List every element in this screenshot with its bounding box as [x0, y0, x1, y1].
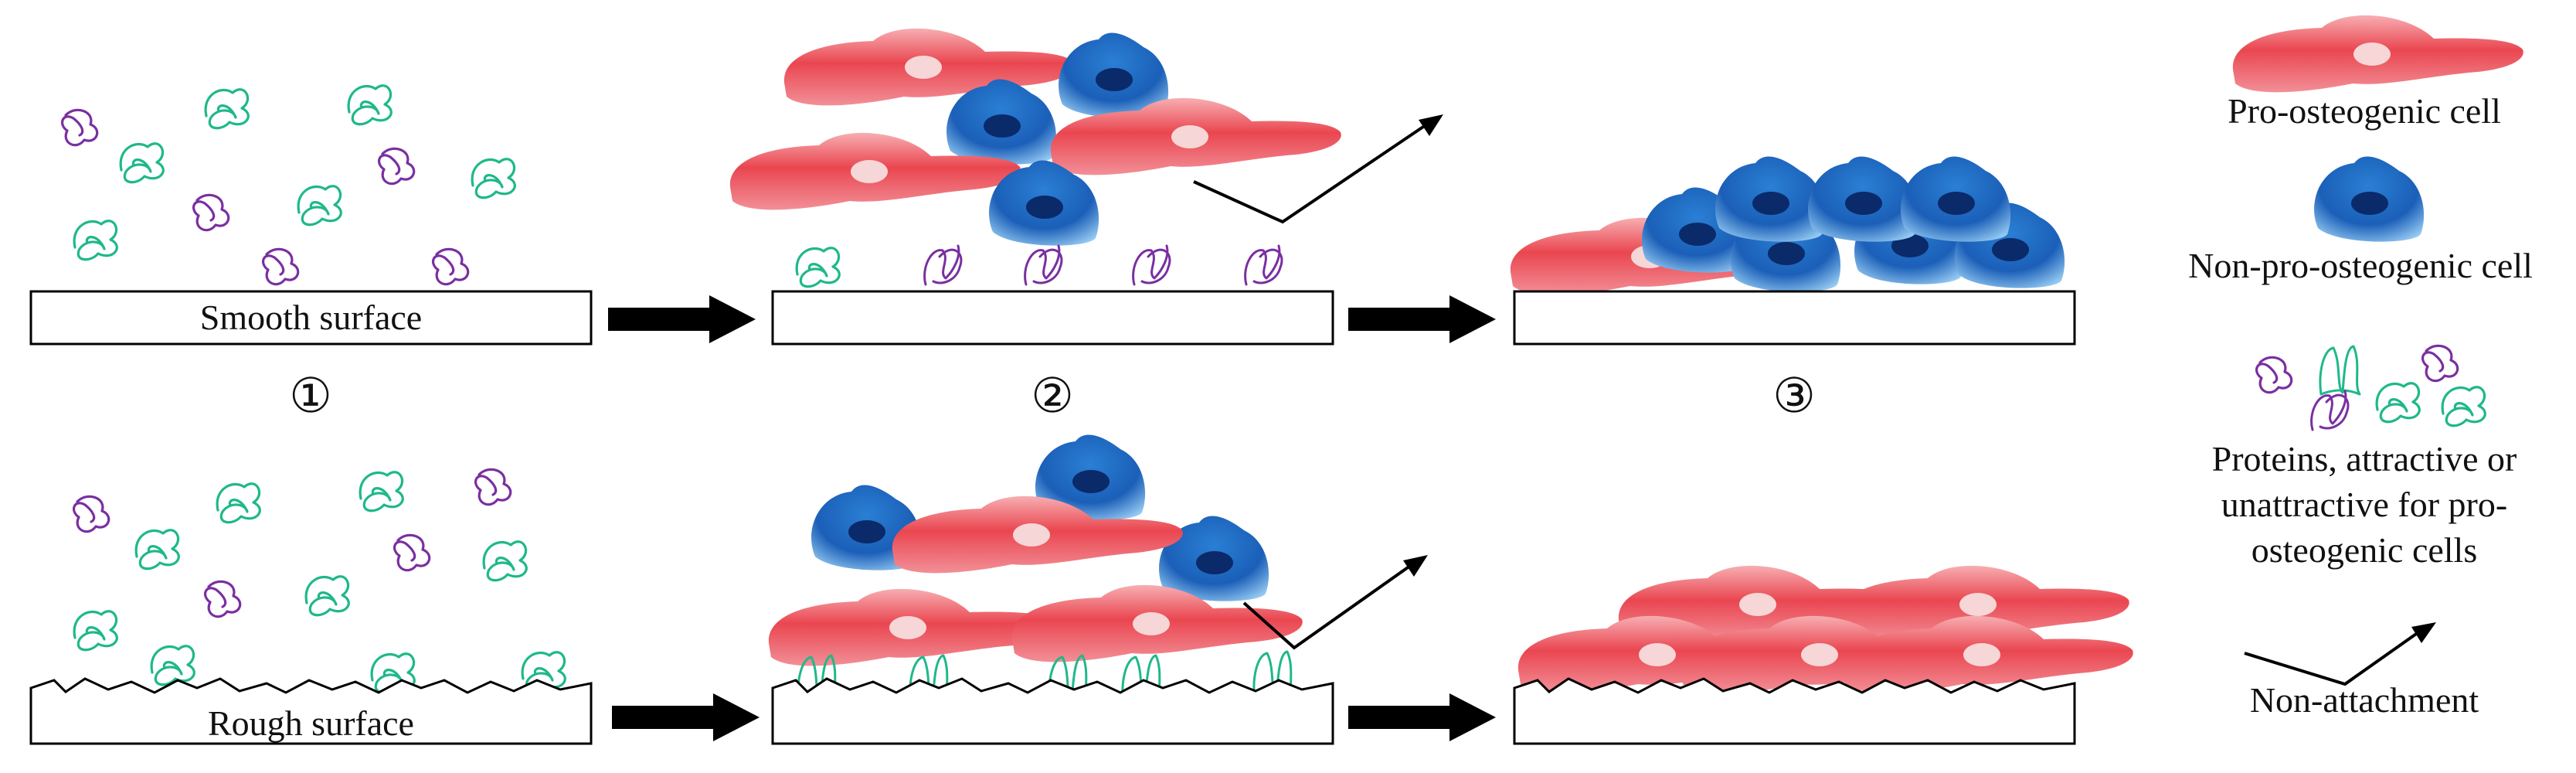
step-label-3: ③ [1772, 370, 1816, 423]
progress-arrow-bottom-2 [1348, 693, 1496, 741]
step-label-1: ① [289, 370, 332, 423]
legend-proteins-label: Proteins, attractive or unattractive for… [2156, 437, 2573, 574]
rough-surface-step3 [1513, 677, 2076, 745]
legend-pro-cell-icon [2232, 15, 2523, 93]
smooth-proteins-panel1 [60, 84, 516, 286]
legend-non-attachment-label: Non-attachment [2249, 680, 2479, 720]
non-attachment-arrow-bottom [1242, 555, 1428, 650]
smooth-surface-step2 [771, 290, 1334, 346]
progress-arrow-bottom-1 [612, 693, 760, 741]
rough-surface-label: Rough surface [208, 703, 414, 743]
rough-cells-panel3 [1517, 565, 2133, 693]
smooth-surface [29, 290, 593, 346]
smooth-cells-panel2 [729, 28, 1341, 288]
rough-proteins-panel1 [72, 468, 566, 694]
smooth-surface-step3 [1513, 290, 2076, 346]
smooth-surface-label: Smooth surface [199, 298, 423, 337]
legend-proteins-line2: unattractive for pro- [2221, 484, 2508, 524]
rough-surface [29, 677, 593, 745]
legend-non-pro-cell-label: Non-pro-osteogenic cell [2188, 246, 2533, 285]
rough-surface-step2 [771, 677, 1334, 745]
rough-cells-panel2 [768, 434, 1303, 705]
legend-protein-icons [2255, 344, 2486, 431]
legend-pro-cell-label: Pro-osteogenic cell [2228, 91, 2501, 131]
progress-arrow-top-1 [608, 295, 756, 343]
smooth-cells-panel3 [1510, 156, 2065, 295]
legend-non-attachment-icon [2244, 622, 2436, 686]
non-attachment-arrow-top [1193, 114, 1443, 224]
legend-proteins-line1: Proteins, attractive or [2211, 439, 2517, 478]
legend-proteins-line3: osteogenic cells [2251, 530, 2478, 570]
legend-non-pro-cell-icon [2314, 156, 2425, 242]
progress-arrow-top-2 [1348, 295, 1496, 343]
step-label-2: ② [1031, 370, 1074, 423]
